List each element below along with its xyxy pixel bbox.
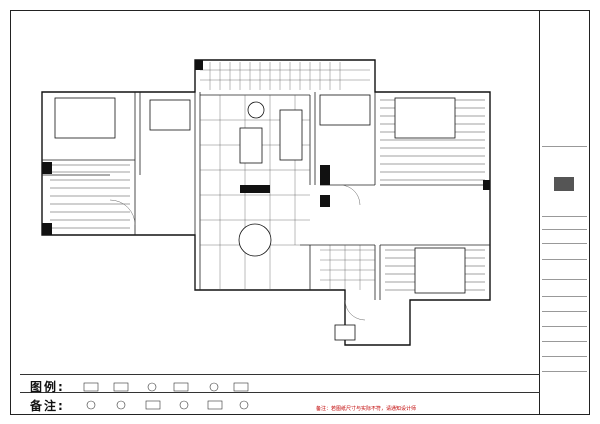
title-block-divider (542, 243, 587, 244)
legend-panel: 图例: 备注: (10, 372, 540, 415)
title-block-divider (542, 296, 587, 297)
door-swing (344, 299, 366, 321)
bath-fixtures (149, 99, 191, 131)
column (483, 180, 490, 190)
title-block-divider (542, 341, 587, 342)
title-block-divider (542, 259, 587, 260)
sofa (279, 109, 303, 161)
legend-divider (20, 392, 540, 393)
column (42, 162, 52, 174)
column (320, 195, 330, 207)
title-block-divider (542, 229, 587, 230)
legend-divider (20, 374, 540, 375)
bath-fixtures (319, 94, 371, 126)
title-block-divider (542, 371, 587, 372)
legend-label: 图例: (30, 380, 65, 394)
rug (247, 101, 265, 119)
balcony-tiles (200, 62, 370, 90)
dining-table (238, 223, 272, 257)
remarks-note: 备注：若图纸尺寸与实际不符，请通知设计师 (316, 406, 417, 412)
title-block-divider (542, 311, 587, 312)
tv-cabinet (240, 185, 270, 193)
remarks-label: 备注: (30, 399, 65, 413)
column (42, 223, 52, 235)
company-logo (554, 177, 574, 191)
column (195, 60, 203, 70)
title-block-divider (542, 216, 587, 217)
interior-wall (300, 244, 490, 300)
kitchen-tiles (320, 245, 375, 290)
interior-wall (200, 92, 490, 186)
legend-symbols (86, 400, 249, 410)
sofa (239, 127, 263, 164)
door-swing (339, 184, 361, 206)
door-swing (109, 199, 136, 226)
bed (394, 97, 456, 139)
bed (54, 97, 116, 139)
title-block-divider (542, 326, 587, 327)
sink (334, 324, 356, 341)
legend-symbols (83, 382, 249, 392)
title-block (540, 10, 590, 415)
title-block-divider (542, 356, 587, 357)
drawing-frame (10, 10, 540, 415)
title-block-divider (542, 146, 587, 147)
interior-wall (42, 92, 201, 290)
title-block-divider (542, 279, 587, 280)
bed (414, 247, 466, 294)
bedroom-floor-lines (50, 164, 130, 229)
column (320, 165, 330, 185)
